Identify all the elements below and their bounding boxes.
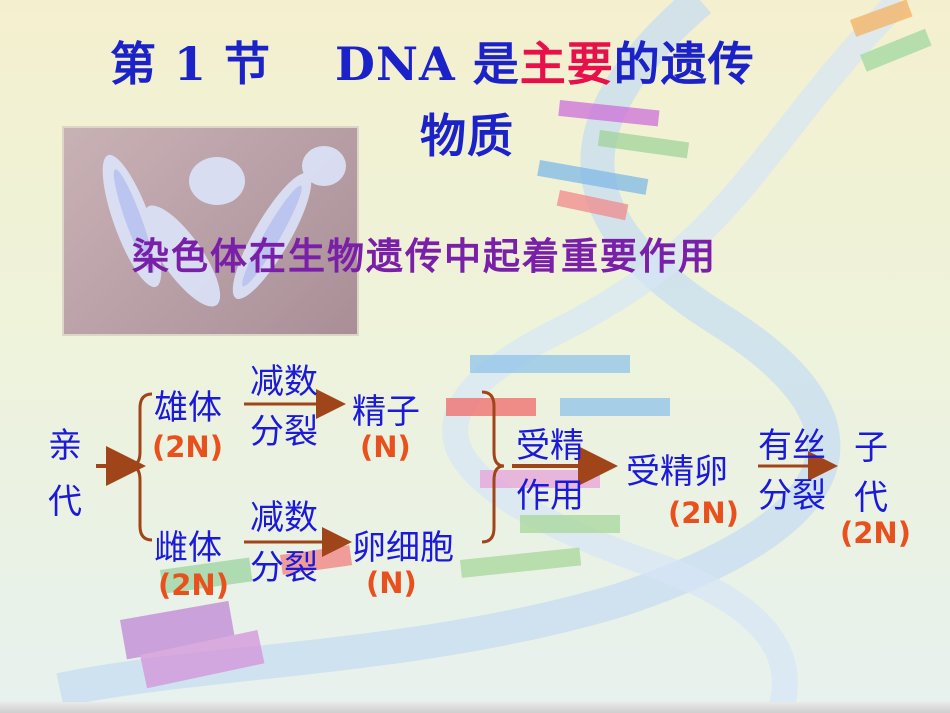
meiosis-top-1: 减数 <box>250 362 318 402</box>
page-title: 第 1 节 DNA 是主要的遗传 <box>110 28 755 94</box>
male-ploidy: (2N) <box>152 430 223 464</box>
zygote-ploidy: (2N) <box>668 496 739 530</box>
meiosis-bottom-1: 减数 <box>250 498 318 538</box>
fertilization-2: 作用 <box>516 476 584 516</box>
left-brace <box>129 392 153 542</box>
chromosome-photo <box>62 126 359 336</box>
parent-label-1: 亲 <box>48 426 82 466</box>
zygote-label: 受精卵 <box>626 452 728 492</box>
female-label: 雌体 <box>154 528 222 568</box>
sperm-label: 精子 <box>352 392 420 432</box>
parent-label-2: 代 <box>48 482 82 522</box>
bottom-scrollbar[interactable] <box>0 702 950 713</box>
offspring-ploidy: (2N) <box>840 516 911 550</box>
mitosis-2: 分裂 <box>758 476 826 516</box>
page-title-line2: 物质 <box>420 109 514 163</box>
right-brace <box>481 390 505 544</box>
female-ploidy: (2N) <box>158 568 229 602</box>
meiosis-bottom-2: 分裂 <box>250 548 318 588</box>
egg-ploidy: (N) <box>366 566 417 600</box>
sperm-ploidy: (N) <box>360 430 411 464</box>
male-label: 雄体 <box>154 388 222 428</box>
title-prefix: 第 1 节 DNA 是 <box>110 37 520 91</box>
fertilization-1: 受精 <box>516 426 584 466</box>
subtitle: 染色体在生物遗传中起着重要作用 <box>132 234 717 278</box>
title-suffix: 的遗传 <box>613 37 755 91</box>
chromosome-image <box>102 146 346 307</box>
offspring-1: 子 <box>854 428 888 468</box>
egg-label: 卵细胞 <box>352 528 454 568</box>
mitosis-1: 有丝 <box>758 426 826 466</box>
offspring-2: 代 <box>854 478 888 518</box>
meiosis-top-2: 分裂 <box>250 412 318 452</box>
title-highlight: 主要 <box>519 37 614 91</box>
